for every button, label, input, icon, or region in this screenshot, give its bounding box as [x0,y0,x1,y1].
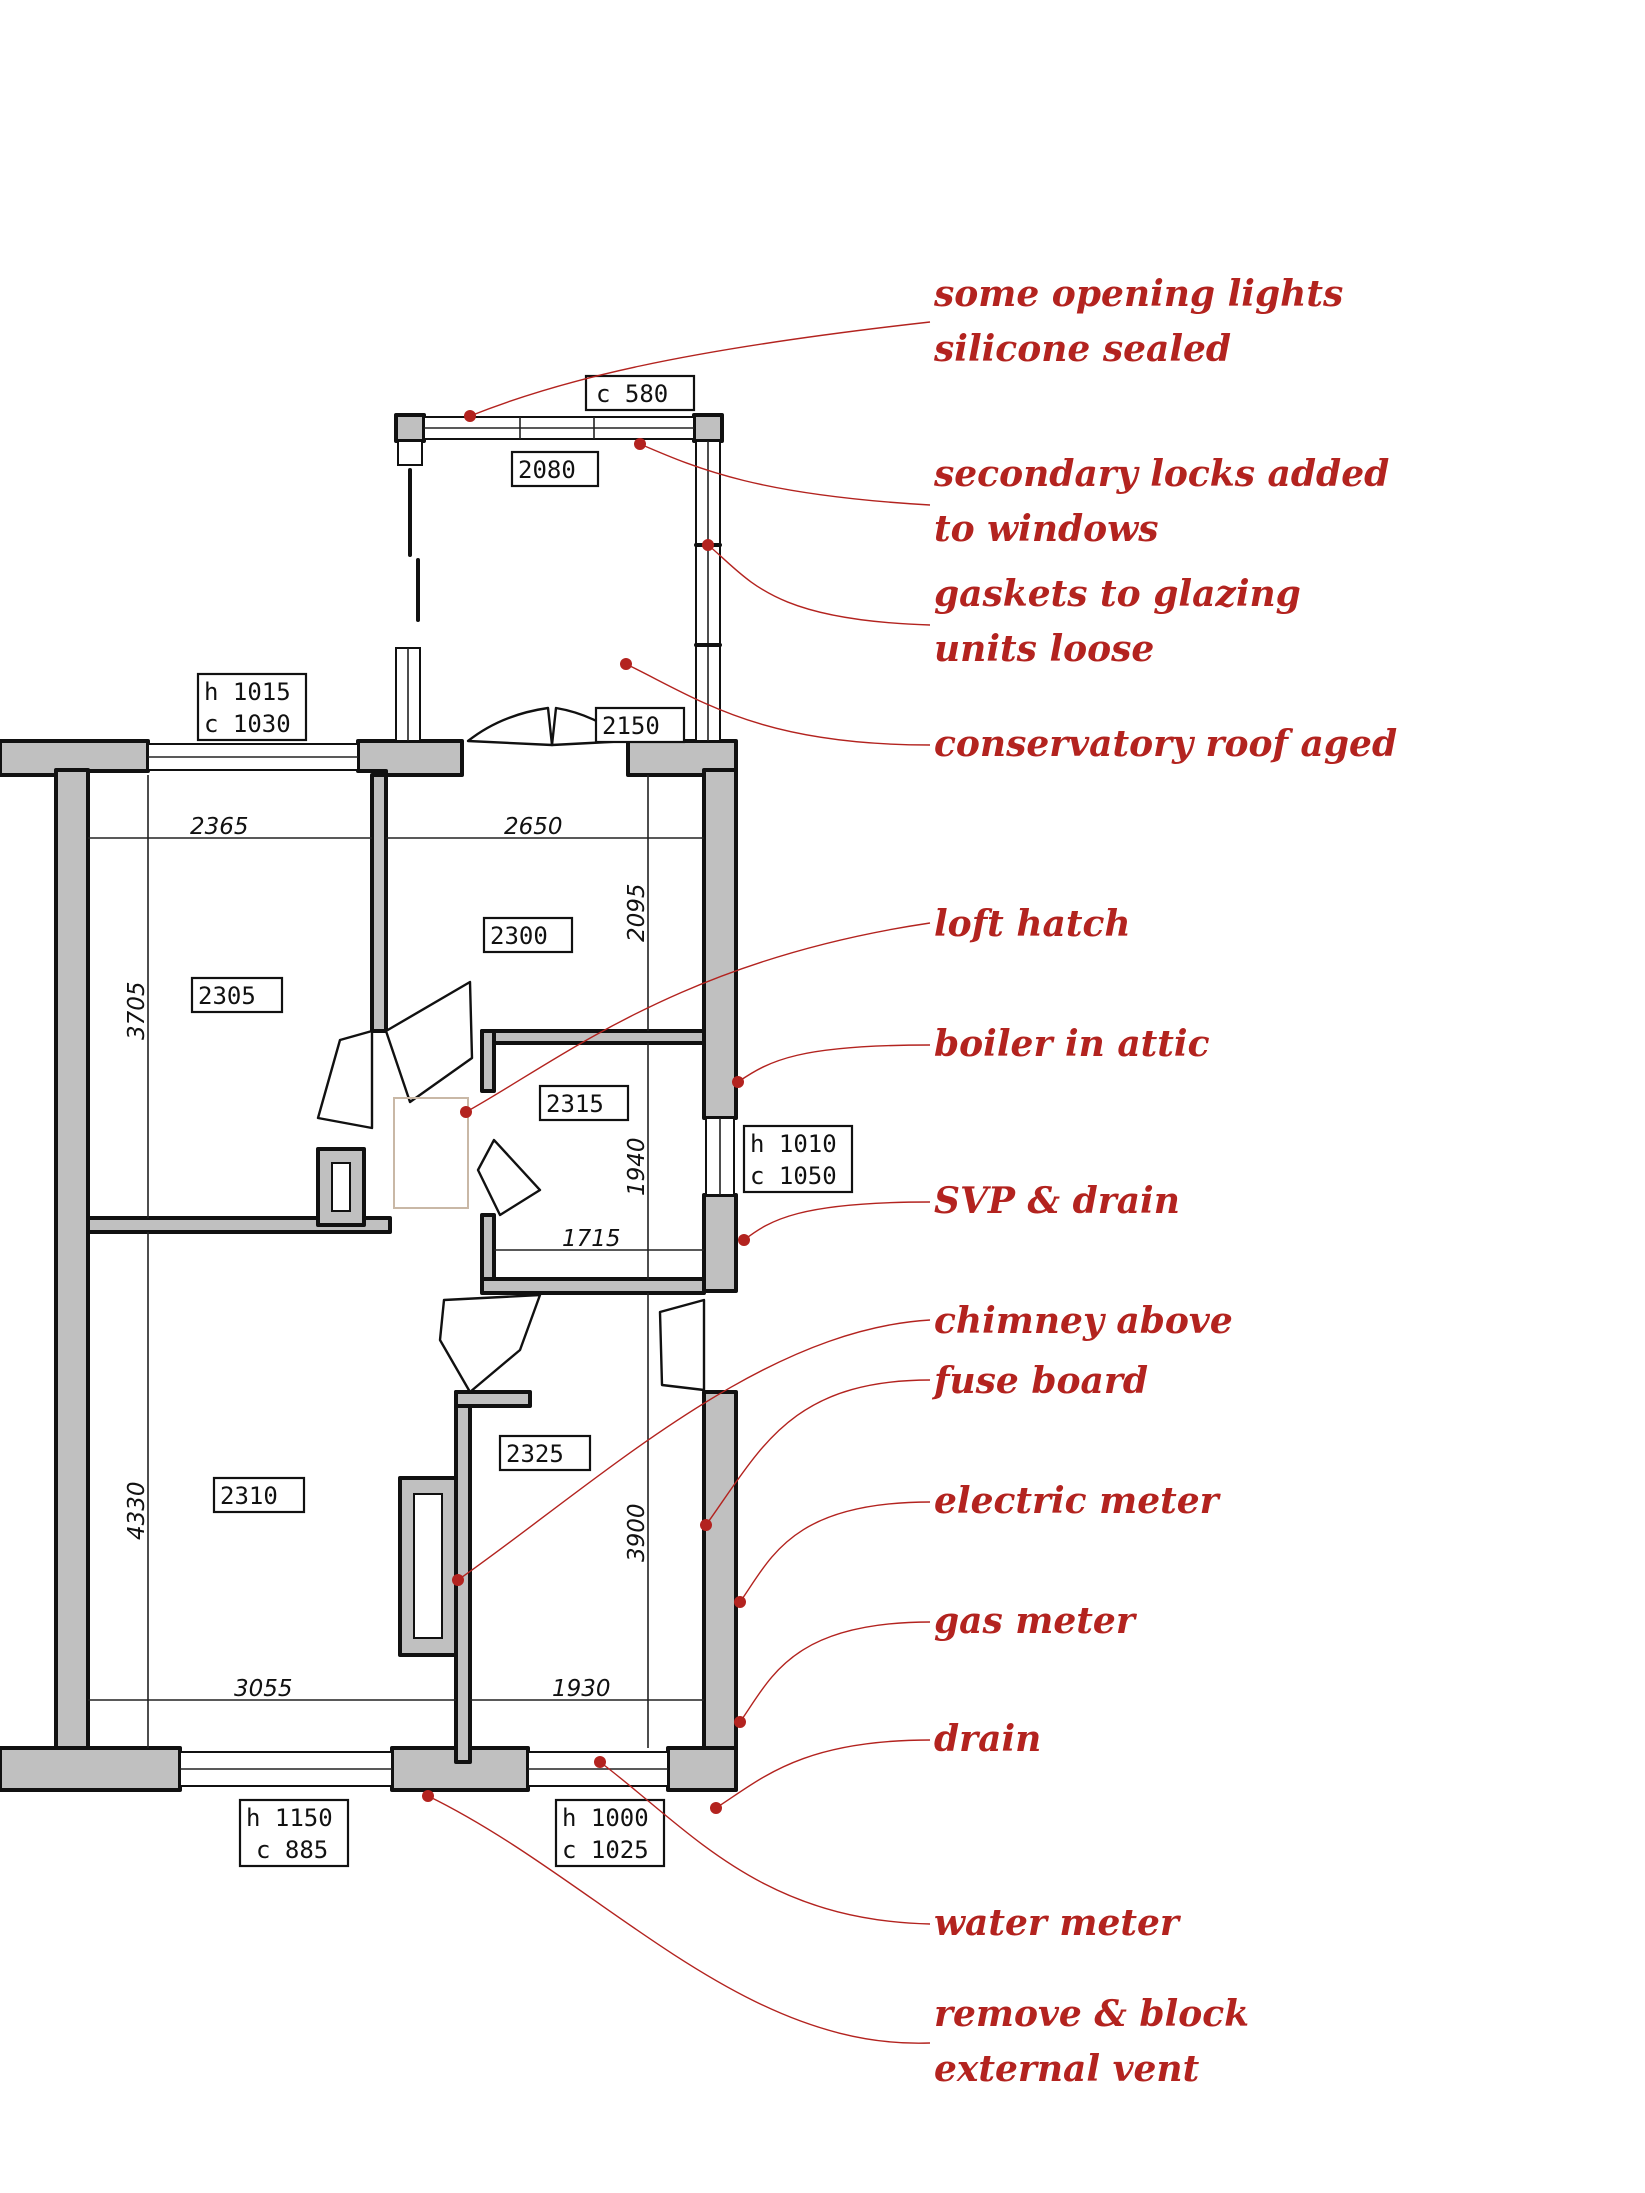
room-tags: 2080 2150 2300 2305 2315 2310 2325 [190,450,686,1514]
partition-vertical-upper [370,773,388,1033]
doors [316,980,706,1394]
note-gaskets-line2: units loose [934,628,1154,670]
loft-hatch-outline [393,1097,469,1209]
window-tag-c1050: c 1050 [750,1162,837,1190]
dim-1930: 1930 [552,1676,611,1702]
note-conservatory-roof: conservatory roof aged [934,723,1397,765]
window-tag-c580: c 580 [596,380,668,408]
wall-bottom-left [0,1746,182,1792]
leader-drain [715,1739,931,1809]
window-tags: c 580 h 1015 c 1030 h 1010 c 1050 h 1150… [196,374,854,1868]
dim-2365: 2365 [190,814,249,840]
leader-svp [743,1201,931,1241]
dim-1715: 1715 [562,1226,621,1252]
note-gaskets-line1: gaskets to glazing [934,573,1301,615]
cupboard-inner [331,1162,351,1212]
room-tag-2300: 2300 [490,922,548,950]
wall-right-lower [702,1390,738,1764]
note-secondary-locks-line2: to windows [934,508,1158,550]
window-tag-h1150: h 1150 [246,1804,333,1832]
leader-opening-lights [469,321,931,417]
wall-right-middle [702,1193,738,1293]
note-water-meter: water meter [934,1902,1182,1944]
leader-gaskets [707,544,931,626]
leader-secondary-locks [639,443,931,506]
note-fuse-board: fuse board [931,1360,1148,1402]
leader-external-vent [427,1795,931,2044]
door-kitchen-top [438,1293,542,1394]
wall-top-mid [356,739,464,777]
wall-bottom-right [666,1746,738,1792]
note-chimney: chimney above [934,1300,1233,1342]
note-gas-meter: gas meter [934,1600,1138,1642]
dim-2650: 2650 [504,814,563,840]
note-secondary-locks-line1: secondary locks added [933,453,1389,495]
dim-3705: 3705 [124,981,150,1040]
conservatory-door-left [466,706,554,747]
partition-bath-bottom [480,1277,706,1295]
room-tag-2305: 2305 [198,982,256,1010]
room-tag-2150: 2150 [602,712,660,740]
dim-2095: 2095 [624,883,650,942]
door-bathroom [476,1138,542,1217]
partition-kitchen-top [454,1390,532,1408]
door-hall-main [384,980,474,1104]
wall-right-upper [702,768,738,1120]
conservatory [394,413,724,747]
conservatory-corner-right [692,413,724,443]
leader-lines [422,321,931,2044]
room-tag-2310: 2310 [220,1482,278,1510]
leader-water-meter [599,1761,931,1925]
wall-left [54,768,90,1764]
leader-chimney [457,1319,931,1581]
window-tag-h1015: h 1015 [204,678,291,706]
dimension-lines [88,775,704,1748]
partition-bath-left [480,1029,496,1093]
dim-4330: 4330 [124,1481,150,1540]
room-tag-2315: 2315 [546,1090,604,1118]
dim-1940: 1940 [624,1137,650,1196]
leader-boiler [737,1044,931,1083]
note-boiler: boiler in attic [934,1023,1210,1065]
window-tag-c885: c 885 [256,1836,328,1864]
dim-3900: 3900 [624,1503,650,1562]
window-tag-c1030: c 1030 [204,710,291,738]
note-loft-hatch: loft hatch [934,903,1131,945]
chimney-flue [413,1493,443,1639]
dimension-labels: 2365 2650 3705 2095 1940 1715 4330 3900 … [124,814,650,1702]
note-electric-meter: electric meter [934,1480,1222,1522]
note-opening-lights-line2: silicone sealed [933,328,1231,370]
window-tag-c1025: c 1025 [562,1836,649,1864]
room-tag-2080: 2080 [518,456,576,484]
door-kitchen-right [658,1298,706,1392]
note-external-vent-line2: external vent [934,2048,1200,2090]
window-tag-h1000: h 1000 [562,1804,649,1832]
leader-conservatory-roof [625,663,931,746]
annotation-notes: some opening lights silicone sealed seco… [931,273,1397,2090]
note-drain: drain [934,1718,1041,1760]
conservatory-corner-left [394,413,426,443]
conservatory-left-post [397,440,423,466]
leader-gas-meter [739,1621,931,1723]
note-opening-lights-line1: some opening lights [933,273,1343,315]
leader-fuse-board [705,1379,931,1526]
room-tag-2325: 2325 [506,1440,564,1468]
windows [147,743,735,1787]
window-tag-h1010: h 1010 [750,1130,837,1158]
note-external-vent-line1: remove & block [934,1993,1249,2035]
leader-loft-hatch [465,922,931,1113]
note-svp-drain: SVP & drain [934,1180,1180,1222]
dim-3055: 3055 [234,1676,293,1702]
leader-electric-meter [739,1501,931,1603]
partition-mid-horizontal [86,1216,392,1234]
door-hall-bedroom [316,1029,374,1130]
